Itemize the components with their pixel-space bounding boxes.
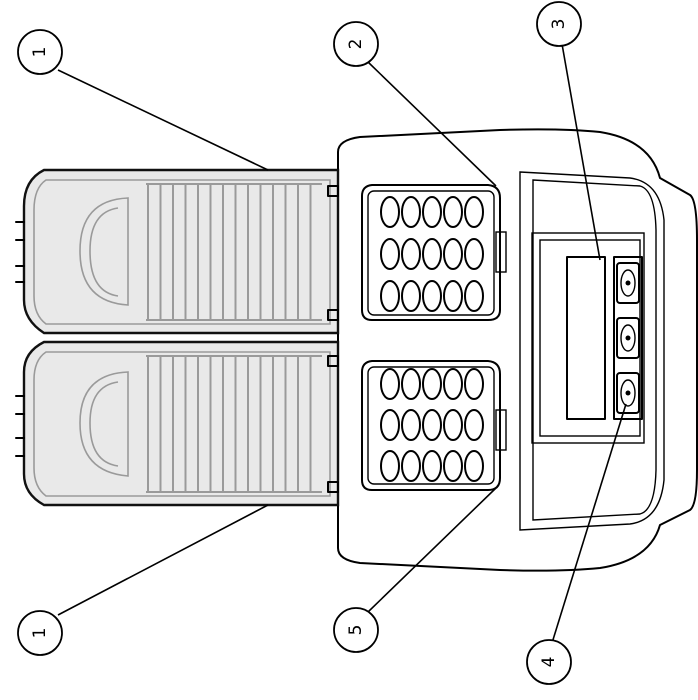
callout-label: 1	[30, 47, 50, 58]
vial-wells-left	[380, 368, 484, 482]
leader-line-5	[367, 487, 497, 613]
vial-well	[464, 450, 484, 482]
vial-well	[422, 450, 442, 482]
vial-well	[422, 196, 442, 228]
vial-well	[464, 196, 484, 228]
vial-well	[443, 238, 463, 270]
callout-1-bottom: 1	[17, 610, 63, 656]
vial-well	[380, 196, 400, 228]
vial-well	[443, 368, 463, 400]
leader-line-2	[367, 61, 497, 187]
callout-label: 2	[346, 39, 366, 50]
vial-well	[401, 450, 421, 482]
vial-well	[443, 196, 463, 228]
leader-line-1a	[57, 69, 269, 171]
vial-well	[401, 238, 421, 270]
callouts: 1 2 3 1 5 4	[17, 1, 582, 685]
vial-well	[401, 280, 421, 312]
callout-label: 1	[30, 628, 50, 639]
vial-well	[380, 450, 400, 482]
callout-5: 5	[333, 607, 379, 653]
leader-line-1b	[57, 504, 269, 616]
callout-3: 3	[536, 1, 582, 47]
callout-label: 4	[539, 657, 559, 668]
instrument-body	[337, 128, 698, 572]
vial-well	[401, 368, 421, 400]
vial-well	[464, 368, 484, 400]
leader-line-3	[561, 43, 601, 261]
vial-wells-right	[380, 196, 484, 312]
vial-well	[443, 409, 463, 441]
callout-label: 5	[346, 625, 366, 636]
vial-well	[464, 238, 484, 270]
heating-block-right	[361, 184, 507, 321]
vial-well	[380, 280, 400, 312]
callout-1-top: 1	[17, 29, 63, 75]
vial-well	[464, 409, 484, 441]
leader-lines	[57, 43, 627, 644]
lid-ribs-right	[146, 183, 322, 321]
callout-4: 4	[526, 639, 572, 685]
vial-well	[401, 196, 421, 228]
keypad-button	[616, 317, 640, 359]
vial-well	[380, 238, 400, 270]
vial-well	[422, 368, 442, 400]
display-screen	[566, 256, 606, 420]
lid-left	[15, 340, 340, 507]
vial-well	[443, 280, 463, 312]
vial-well	[401, 409, 421, 441]
vial-well	[422, 238, 442, 270]
heating-block-left	[361, 360, 507, 491]
lid-right	[15, 168, 340, 335]
keypad-button	[616, 372, 640, 414]
control-panel	[531, 232, 645, 444]
vial-well	[422, 409, 442, 441]
callout-label: 3	[549, 19, 569, 30]
lid-ribs-left	[146, 355, 322, 493]
keypad-buttons	[616, 262, 640, 414]
keypad-button	[616, 262, 640, 304]
vial-well	[464, 280, 484, 312]
leader-line-4	[551, 403, 627, 644]
vial-well	[380, 368, 400, 400]
callout-2: 2	[333, 21, 379, 67]
vial-well	[422, 280, 442, 312]
vial-well	[380, 409, 400, 441]
vial-well	[443, 450, 463, 482]
